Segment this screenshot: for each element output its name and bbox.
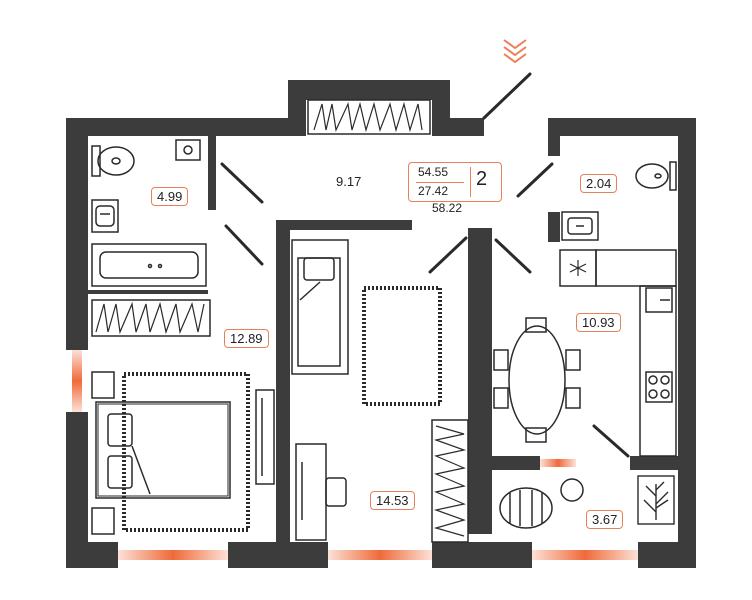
window-kitchen-balcony [540,459,576,467]
windows [72,350,638,560]
dresser [255,389,275,485]
wardrobe-hall [307,99,431,135]
rug-bedroom [122,372,250,532]
double-bed [95,401,231,499]
area-summary-box: 54.55 27.42 2 [408,162,502,202]
stove [645,371,673,403]
sofa [291,239,349,375]
kitchen-area-value: 27.42 [418,184,449,198]
living-area-value: 54.55 [418,165,449,179]
living-furniture [291,239,442,541]
kitchen-area-label: 10.93 [576,313,621,332]
summary-separator [470,167,471,197]
living-room-area-label: 14.53 [370,491,415,510]
interior-walls [88,118,678,542]
bathroom-fixtures [91,139,207,287]
dining-table [508,325,566,435]
hall-area-label: 9.17 [336,174,362,189]
washing-machine [175,139,201,161]
window-living [328,550,432,560]
desk [295,443,327,541]
window-left [72,350,82,412]
exterior-walls [66,80,696,568]
summary-divider [416,182,464,183]
bedroom-furniture [91,371,275,535]
counter-side [639,285,677,457]
bedroom-area-label: 12.89 [224,329,269,348]
snowflake-icon [569,260,587,276]
balcony-furniture [499,478,584,529]
double-chevron-down-icon [503,39,527,64]
doors [220,72,630,458]
lounge-chair [499,487,553,529]
plant-icon [637,475,675,525]
balcony-area-label: 3.67 [586,510,624,529]
total-area-value: 58.22 [432,201,463,215]
rooms-count: 2 [476,168,488,190]
window-bedroom [118,550,228,560]
kitchen-furniture [493,249,677,457]
bathroom-area-label: 4.99 [151,187,189,206]
wardrobe-living [431,419,469,543]
side-table [560,478,584,502]
counter [595,249,677,287]
nightstand-bottom [91,507,115,535]
toilet-fixtures [561,161,677,241]
rug-living [362,286,442,406]
chair [325,477,347,507]
kitchen-sink [645,287,673,313]
toilet-area-label: 2.04 [580,174,618,193]
window-balcony [532,550,638,560]
wardrobe-bedroom [91,299,211,337]
nightstand-top [91,371,115,399]
